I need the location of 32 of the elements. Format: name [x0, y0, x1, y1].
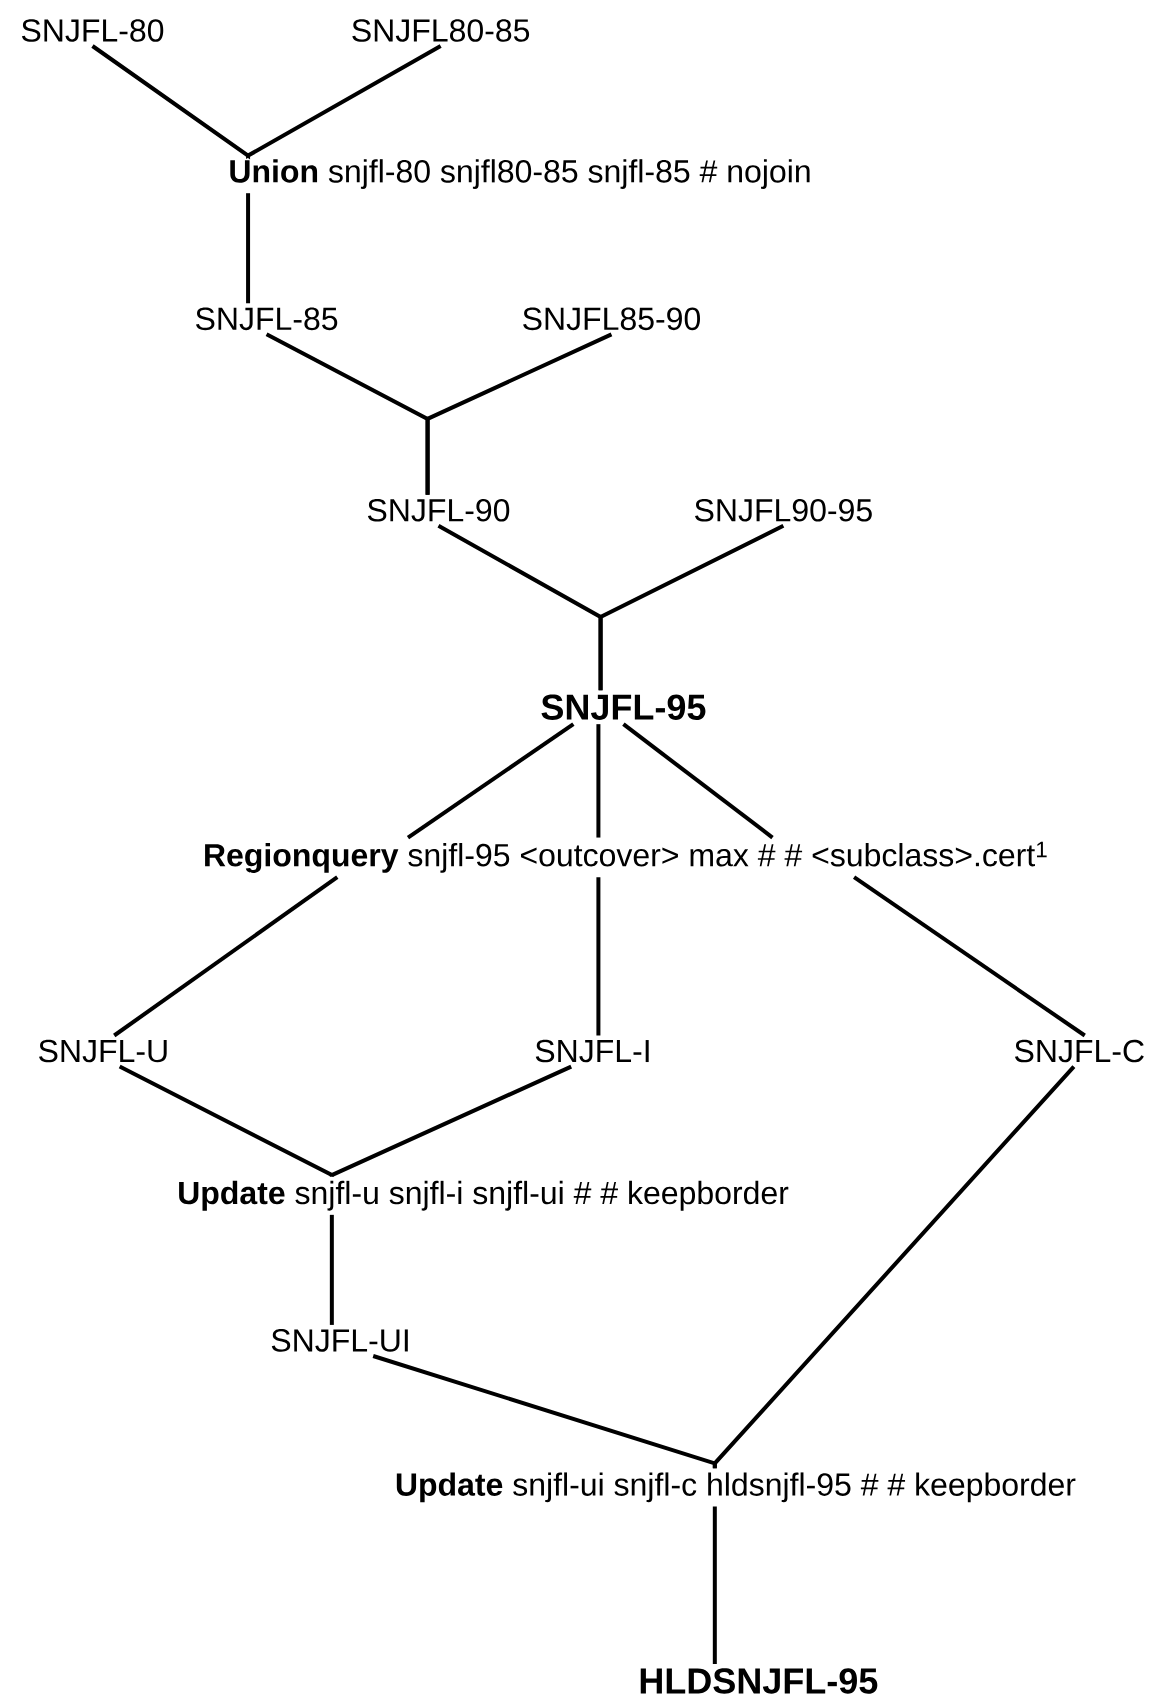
connector-line — [406, 722, 575, 840]
connector-line — [246, 44, 442, 160]
dataset-label: SNJFL-95 — [541, 694, 706, 720]
dataset-label: SNJFL-I — [535, 1039, 649, 1063]
connector-line — [329, 1064, 572, 1178]
connector-line — [329, 1214, 334, 1325]
connector-line — [598, 524, 785, 691]
connector-line — [246, 193, 250, 304]
command-label: Regionquery snjfl-95 <outcover> max # # <subclass>.cert$^{1}$ — [205, 841, 1047, 873]
dataset-label: SNJFL-U — [38, 1039, 167, 1063]
dataset-label: SNJFL-85 — [195, 307, 338, 331]
dataset-label: HLDSNJFL-95 — [640, 1668, 878, 1694]
dataset-label: SNJFL-UI — [271, 1329, 408, 1352]
connector-line — [852, 875, 1086, 1038]
connector-line — [118, 1064, 334, 1178]
connector-line — [596, 877, 601, 1036]
dataset-label: SNJFL90-95 — [694, 498, 872, 522]
connector-line — [712, 1506, 717, 1665]
command-label: Update snjfl-u snjfl-i snjfl-ui # # keepborder — [179, 1180, 789, 1211]
dataset-label: SNJFL85-90 — [523, 307, 700, 331]
connector-line — [622, 722, 774, 840]
connector-line — [712, 1065, 1076, 1469]
command-label: Union snjfl-80 snjfl80-85 snjfl-85 # nojoin — [230, 159, 810, 189]
dataset-label: SNJFL80-85 — [352, 19, 529, 42]
dataset-label: SNJFL-90 — [367, 498, 510, 522]
connector-line — [425, 332, 613, 495]
connector-line — [113, 875, 339, 1038]
command-label: Update snjfl-ui snjfl-c hldsnjfl-95 # # keepborder — [396, 1472, 1076, 1503]
connector-line — [596, 724, 601, 838]
dataset-label: SNJFL-C — [1014, 1039, 1144, 1063]
dataset-label: SNJFL-80 — [21, 19, 164, 42]
connector-line — [91, 44, 250, 160]
